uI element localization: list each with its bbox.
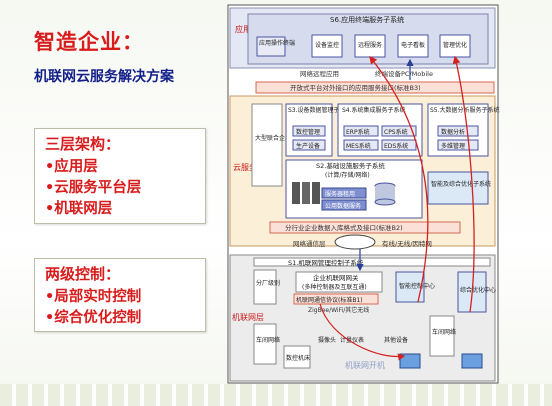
equipment-label: 摄像头 [318, 336, 336, 344]
red-flow-arrow [319, 303, 406, 361]
app-item-label: 电子看板 [401, 41, 425, 49]
open-api-label: 开放式平台对外接口的应用服务接口(标准B3) [290, 83, 421, 92]
database-icon [374, 182, 396, 206]
s4-item [381, 139, 417, 151]
control-item: •局部实时控制 [45, 289, 142, 305]
layer-item: •机联网层 [45, 201, 113, 217]
slide-title: 智造企业： [34, 30, 144, 54]
s2-subtitle: (计算/存储/网络) [325, 171, 370, 179]
app-item-label: 设备监控 [315, 41, 339, 49]
s3-item [292, 139, 326, 151]
global-control-label: 综合优化中心 [460, 286, 496, 294]
s4-item [343, 139, 379, 151]
s5-item [437, 139, 479, 151]
equipment-label: 数控机床 [286, 354, 310, 362]
two-level-box: 两级控制： •局部实时控制 •综合优化控制 [34, 258, 206, 332]
protocol-bar [293, 293, 379, 305]
s5-item-label: 多维管理 [441, 142, 465, 150]
cloud-icon [334, 234, 376, 250]
zigbee-label: ZigBee/WiFi/其它无线 [308, 306, 369, 314]
equipment-label: 其他设备 [384, 336, 408, 344]
equipment-label: 计量仪表 [340, 336, 364, 344]
terminal-label: 终端设备PC/Mobile [375, 69, 433, 78]
film-strip-decoration [0, 384, 552, 406]
gateway-label: 企业机联网网关 [313, 273, 359, 282]
slide-subtitle: 机联网云服务解决方案 [34, 69, 174, 85]
s4-item [343, 125, 379, 137]
gateway-box [295, 271, 383, 293]
net-layer-label: 机联网层 [232, 312, 264, 322]
layer-item: •应用层 [45, 159, 98, 175]
app-item-label: 应用操作终端 [259, 39, 295, 47]
three-layer-box: 三层架构： •应用层 •云服务平台层 •机联网层 [34, 128, 206, 224]
open-api-bar [255, 81, 495, 94]
s5-item [437, 125, 479, 137]
shop-network-label-right: 车间网络 [432, 328, 456, 336]
s6-title: S6.应用终端服务子系统 [330, 15, 404, 24]
division-label: 分厂级别 [256, 279, 280, 287]
app-item-label: 远程服务 [358, 41, 382, 49]
s1-title: S1.机联网管理控制子系统 [288, 258, 364, 267]
edge-label: 智能及综合优化子系统 [431, 180, 491, 188]
data-api-label: 分行业企业数据入库格式及接口(标准B2) [285, 223, 403, 232]
layer-item: •云服务平台层 [45, 180, 142, 196]
s3-item [292, 125, 326, 137]
s3-title: S3.设备数据管理子系统 [288, 106, 352, 114]
remote-app-label: 网络远程应用 [300, 69, 339, 78]
local-control-label: 智能控制中心 [399, 282, 435, 290]
shop-network-box-right [429, 315, 455, 357]
shop-network-box [253, 323, 277, 365]
s1-bar [253, 257, 491, 267]
app-item-label: 管理优化 [443, 41, 467, 49]
three-layer-heading: 三层架构： [45, 135, 121, 153]
edge-box [427, 171, 489, 205]
gateway-sub-label: (多种控制器及互联互通) [302, 283, 367, 291]
app-item-box [311, 34, 343, 58]
server-rack-icon [292, 182, 320, 204]
red-flow-arrow [369, 55, 429, 303]
app-layer-label: 应用层 [235, 24, 259, 34]
division-box [253, 269, 277, 305]
control-item: •综合优化控制 [45, 310, 142, 326]
s3-item-label: 数控管理 [296, 128, 320, 136]
monitor-icon [461, 353, 483, 369]
wired-label: 有线/无线/因特网 [382, 239, 432, 248]
s4-item [381, 125, 417, 137]
s4-item-label: MES系统 [346, 142, 371, 150]
data-api-bar [269, 221, 461, 234]
s3-item-label: 生产设备 [296, 142, 320, 150]
two-level-heading: 两级控制： [45, 265, 121, 283]
public-data-box [321, 199, 367, 211]
equipment-box [283, 345, 311, 369]
server-rent-box [321, 187, 367, 199]
comm-layer-label: 网络通信层 [293, 239, 326, 248]
shop-network-label: 车间网络 [256, 336, 280, 344]
s4-title: S4.系统集成服务子系统 [342, 106, 406, 114]
s5-item-label: 数据分析 [441, 128, 465, 136]
s4-item-label: ERP系统 [346, 128, 370, 136]
s4-item-label: CPS系统 [384, 128, 408, 136]
server-rent-label: 服务器租用 [325, 190, 355, 198]
public-data-label: 公用数据服务 [325, 202, 361, 210]
s4-item-label: EDS系统 [384, 142, 408, 150]
app-item-box [397, 34, 429, 58]
protocol-label: 机联网通信协议(标准B1) [296, 296, 363, 304]
vendor-box [251, 103, 283, 187]
red-flow-arrow [452, 55, 475, 313]
s2-title: S2.基础设施服务子系统 [316, 161, 385, 170]
app-item-box [256, 36, 286, 57]
watermark: 机联网开机 [345, 360, 385, 370]
